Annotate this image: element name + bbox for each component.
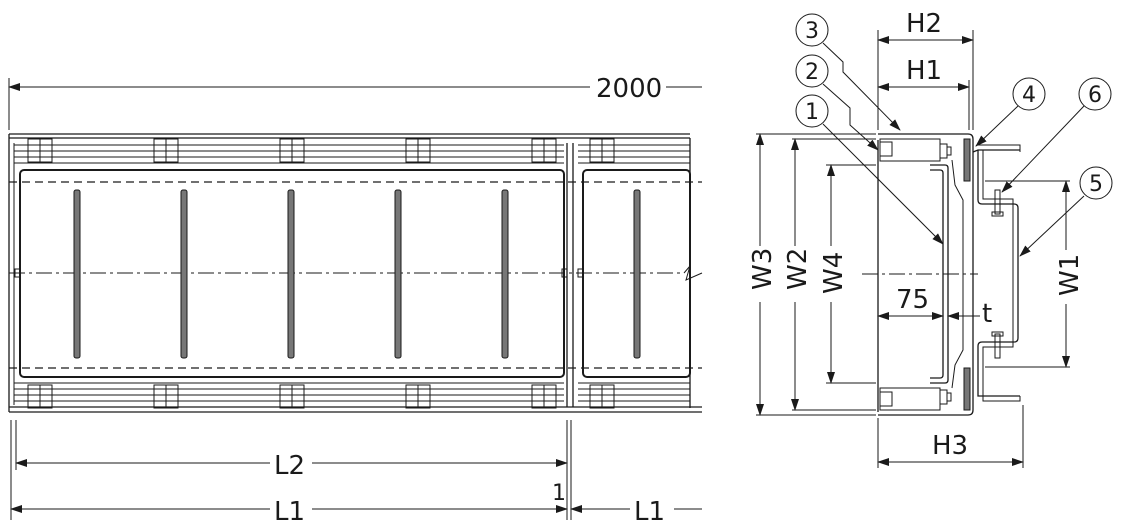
bolt-clips-top: [27, 138, 615, 163]
callout-5: 5: [1019, 166, 1113, 257]
callout-2: 2: [795, 54, 879, 151]
callout-3: 3: [795, 13, 901, 131]
section-view: H2 H1 W3 W2 W4: [748, 9, 1113, 468]
joint-pin-left: [14, 268, 21, 278]
svg-text:5: 5: [1089, 172, 1103, 197]
svg-text:6: 6: [1088, 83, 1102, 108]
bottom-dimensions: L2 L1 1 L1: [10, 420, 702, 527]
joint-pin-mid: [561, 268, 568, 278]
thickness-label: t: [982, 299, 992, 329]
slots: [73, 189, 641, 359]
bolt-clips-bottom: [27, 384, 615, 409]
break-mark: [683, 265, 703, 281]
joint-pin-right: [577, 268, 584, 278]
h1-label: H1: [906, 56, 942, 86]
svg-text:4: 4: [1022, 83, 1036, 108]
l2-label: L2: [274, 451, 305, 481]
h3-label: H3: [932, 431, 968, 461]
svg-text:2: 2: [805, 60, 819, 85]
grating-frame: [8, 133, 702, 413]
callout-1: 1: [795, 94, 944, 245]
l1-left-label: L1: [274, 497, 305, 527]
plan-view: 2000: [8, 74, 703, 527]
total-length-label: 2000: [596, 74, 662, 104]
l1-right-label: L1: [634, 497, 665, 527]
svg-text:3: 3: [805, 19, 819, 44]
gap-label: 1: [552, 481, 566, 506]
w2-label: W2: [783, 248, 813, 290]
width-75-label: 75: [896, 285, 929, 315]
total-length-dimension: 2000: [8, 74, 702, 130]
callout-6: 6: [1001, 77, 1112, 193]
h2-label: H2: [906, 9, 942, 39]
callout-4: 4: [975, 77, 1046, 147]
w1-label: W1: [1055, 254, 1085, 296]
svg-text:1: 1: [805, 100, 819, 125]
w3-label: W3: [748, 248, 778, 290]
w4-label: W4: [819, 252, 849, 294]
